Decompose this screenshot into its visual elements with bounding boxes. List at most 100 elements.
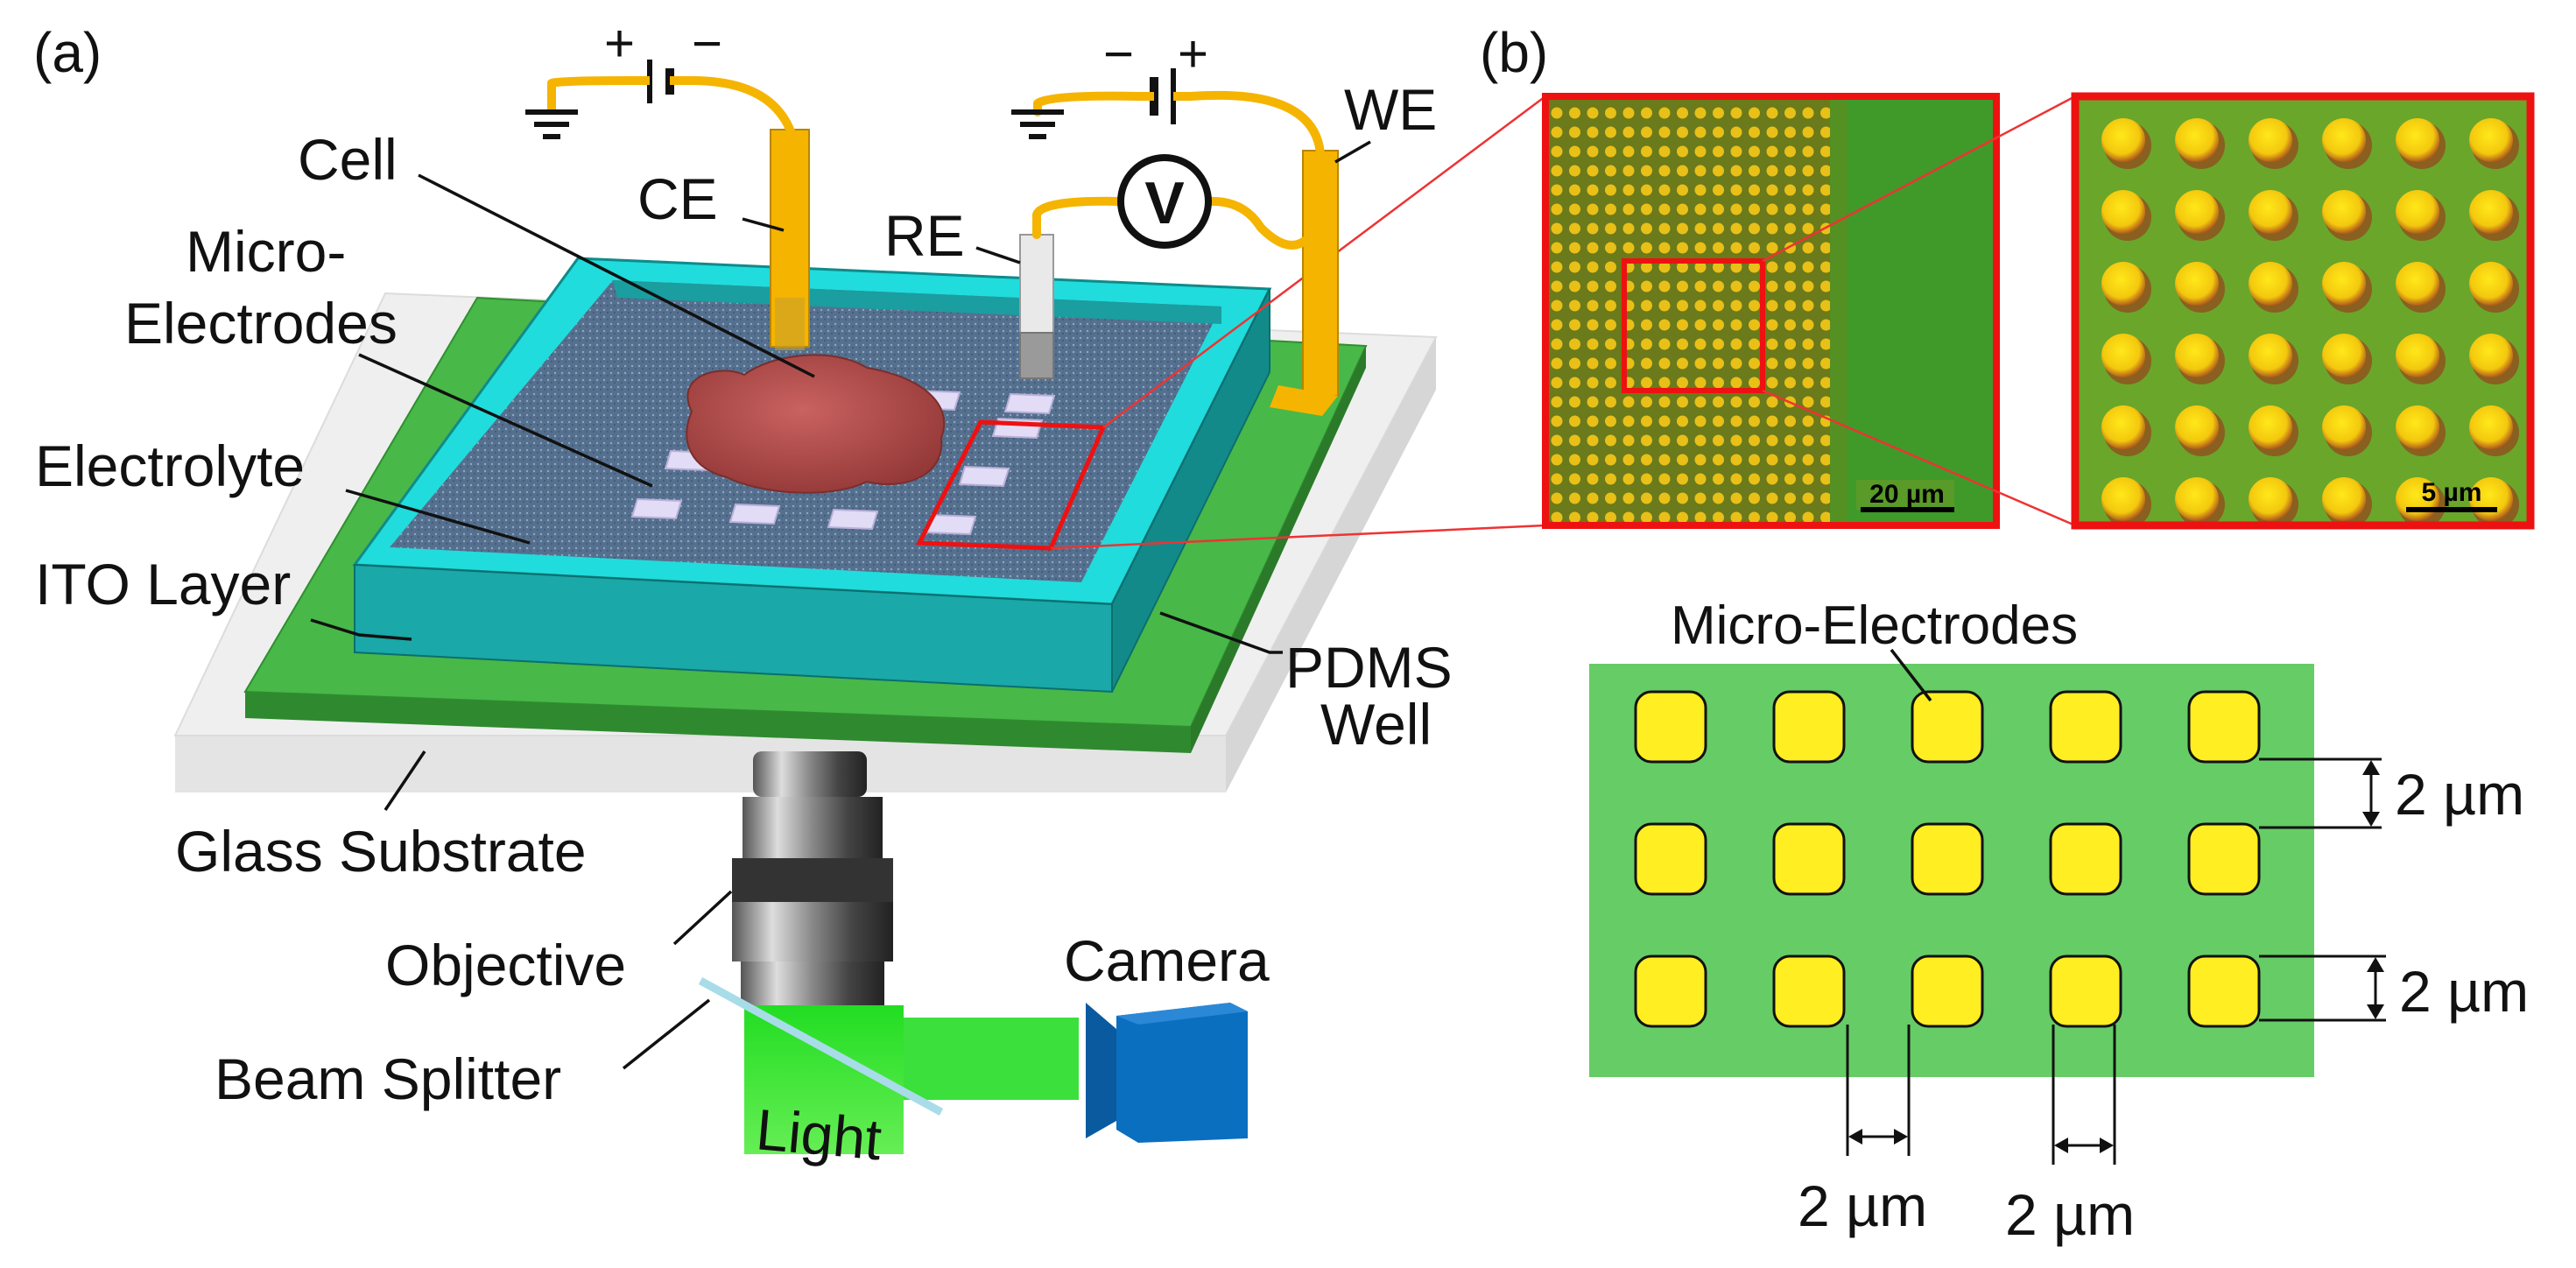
label-pdms-2: Well: [1320, 692, 1432, 757]
schematic-pad: [2187, 955, 2261, 1028]
zoom-line-b-bottom: [1762, 389, 2076, 527]
micrograph-dot: [2175, 262, 2219, 306]
re-electrode: [1019, 234, 1054, 379]
micrograph-dot: [2396, 118, 2439, 162]
label-glass-substrate: Glass Substrate: [175, 819, 587, 884]
label-micro-electrodes-1: Micro-: [186, 219, 346, 284]
micrograph-dot: [2322, 477, 2366, 521]
micrograph-dot: [2396, 405, 2439, 449]
micrograph-dot: [2249, 477, 2292, 521]
cell: [686, 354, 946, 494]
micrograph-dot: [2469, 190, 2513, 234]
micrograph-dot: [2322, 190, 2366, 234]
light-beam: [744, 1005, 1079, 1154]
schematic-pad: [2049, 822, 2122, 896]
dimension-vertical-2: [2259, 955, 2386, 1022]
schematic-pad: [1772, 822, 1846, 896]
micrograph-high-mag: [2071, 92, 2535, 530]
right-circuit: [1011, 68, 1325, 250]
schematic-pad: [1911, 822, 1984, 896]
beam-splitter: [698, 977, 944, 1116]
dimension-horizontal-1-label: 2 µm: [1798, 1173, 1927, 1238]
label-beam-splitter: Beam Splitter: [215, 1046, 561, 1111]
micrograph-dot: [2101, 262, 2145, 306]
schematic-pad: [2049, 955, 2122, 1028]
label-pdms-1: PDMS: [1285, 635, 1453, 700]
schematic-pad: [1634, 690, 1707, 764]
micrograph-dot: [2396, 190, 2439, 234]
panel-a-label: (a): [33, 21, 102, 84]
label-camera: Camera: [1064, 928, 1270, 993]
label-re: RE: [884, 203, 965, 268]
schematic-pad: [2049, 690, 2122, 764]
label-objective: Objective: [385, 933, 626, 997]
label-we: WE: [1344, 77, 1437, 142]
micrograph-dot: [2396, 334, 2439, 377]
schematic-pad: [2187, 690, 2261, 764]
micrograph-zoom-box: [1622, 258, 1765, 393]
schematic-pad: [1911, 955, 1984, 1028]
micrograph-dot: [2175, 118, 2219, 162]
dimension-horizontal-1: [1846, 1025, 1911, 1156]
dimension-vertical-1-label: 2 µm: [2395, 762, 2524, 827]
dimension-vertical-1: [2259, 757, 2382, 829]
micrograph-dot: [2175, 190, 2219, 234]
schematic-pad: [2187, 822, 2261, 896]
ce-electrode: [770, 129, 810, 350]
objective: [732, 751, 893, 1005]
micrograph-dot: [2322, 334, 2366, 377]
schematic-title: Micro-Electrodes: [1671, 595, 2078, 656]
micrograph-dot: [2249, 262, 2292, 306]
voltmeter-icon: [1117, 154, 1212, 249]
voltmeter-label: V: [1144, 170, 1184, 236]
dimension-horizontal-2-label: 2 µm: [2005, 1182, 2135, 1247]
micrograph-dot: [2249, 334, 2292, 377]
battery-right-plus: +: [1178, 25, 1208, 83]
we-electrode: [1270, 150, 1339, 416]
schematic-pad: [1634, 822, 1707, 896]
scale-label-left: 20 µm: [1869, 480, 1945, 509]
micrograph-dot: [2101, 334, 2145, 377]
battery-right-minus: −: [1103, 25, 1134, 83]
schematic-title-leader: [1890, 648, 1932, 702]
dimension-vertical-2-label: 2 µm: [2399, 959, 2529, 1024]
micrograph-dot: [2101, 190, 2145, 234]
camera-icon: [1086, 1003, 1248, 1143]
label-light: Light: [754, 1096, 884, 1172]
schematic-pad: [1634, 955, 1707, 1028]
micrograph-dot: [2175, 405, 2219, 449]
micrograph-dot: [2101, 118, 2145, 162]
battery-left-plus: +: [604, 14, 635, 73]
micrograph-dot: [2249, 118, 2292, 162]
micrograph-low-mag: [1542, 93, 2000, 529]
schematic-pad: [1911, 690, 1984, 764]
micrograph-dot: [2322, 118, 2366, 162]
micrograph-dot: [2101, 477, 2145, 521]
left-circuit: [525, 60, 795, 139]
battery-left-minus: −: [692, 14, 722, 73]
micrograph-dot: [2469, 262, 2513, 306]
micrograph-dot: [2469, 118, 2513, 162]
schematic-pad: [1772, 690, 1846, 764]
scale-label-right: 5 µm: [2422, 478, 2482, 507]
micrograph-dot: [2469, 334, 2513, 377]
micrograph-dot: [2249, 405, 2292, 449]
leader-lines-a: [310, 140, 1371, 1070]
label-ito-layer: ITO Layer: [35, 552, 291, 616]
label-ce: CE: [637, 166, 718, 231]
schematic-pad-grid: [1634, 690, 2261, 1028]
micrograph-dot: [2396, 262, 2439, 306]
micrograph-dot: [2175, 334, 2219, 377]
micrograph-dot: [2101, 405, 2145, 449]
label-electrolyte: Electrolyte: [35, 433, 305, 498]
zoom-line-b-top: [1762, 95, 2076, 263]
panel-b-label: (b): [1480, 21, 1548, 84]
label-cell: Cell: [298, 127, 398, 192]
micrograph-dot: [2469, 405, 2513, 449]
micrograph-dot: [2322, 262, 2366, 306]
micrograph-dot: [2249, 190, 2292, 234]
dimension-horizontal-2: [2052, 1025, 2116, 1165]
schematic-pad: [1772, 955, 1846, 1028]
label-micro-electrodes-2: Electrodes: [124, 291, 398, 356]
